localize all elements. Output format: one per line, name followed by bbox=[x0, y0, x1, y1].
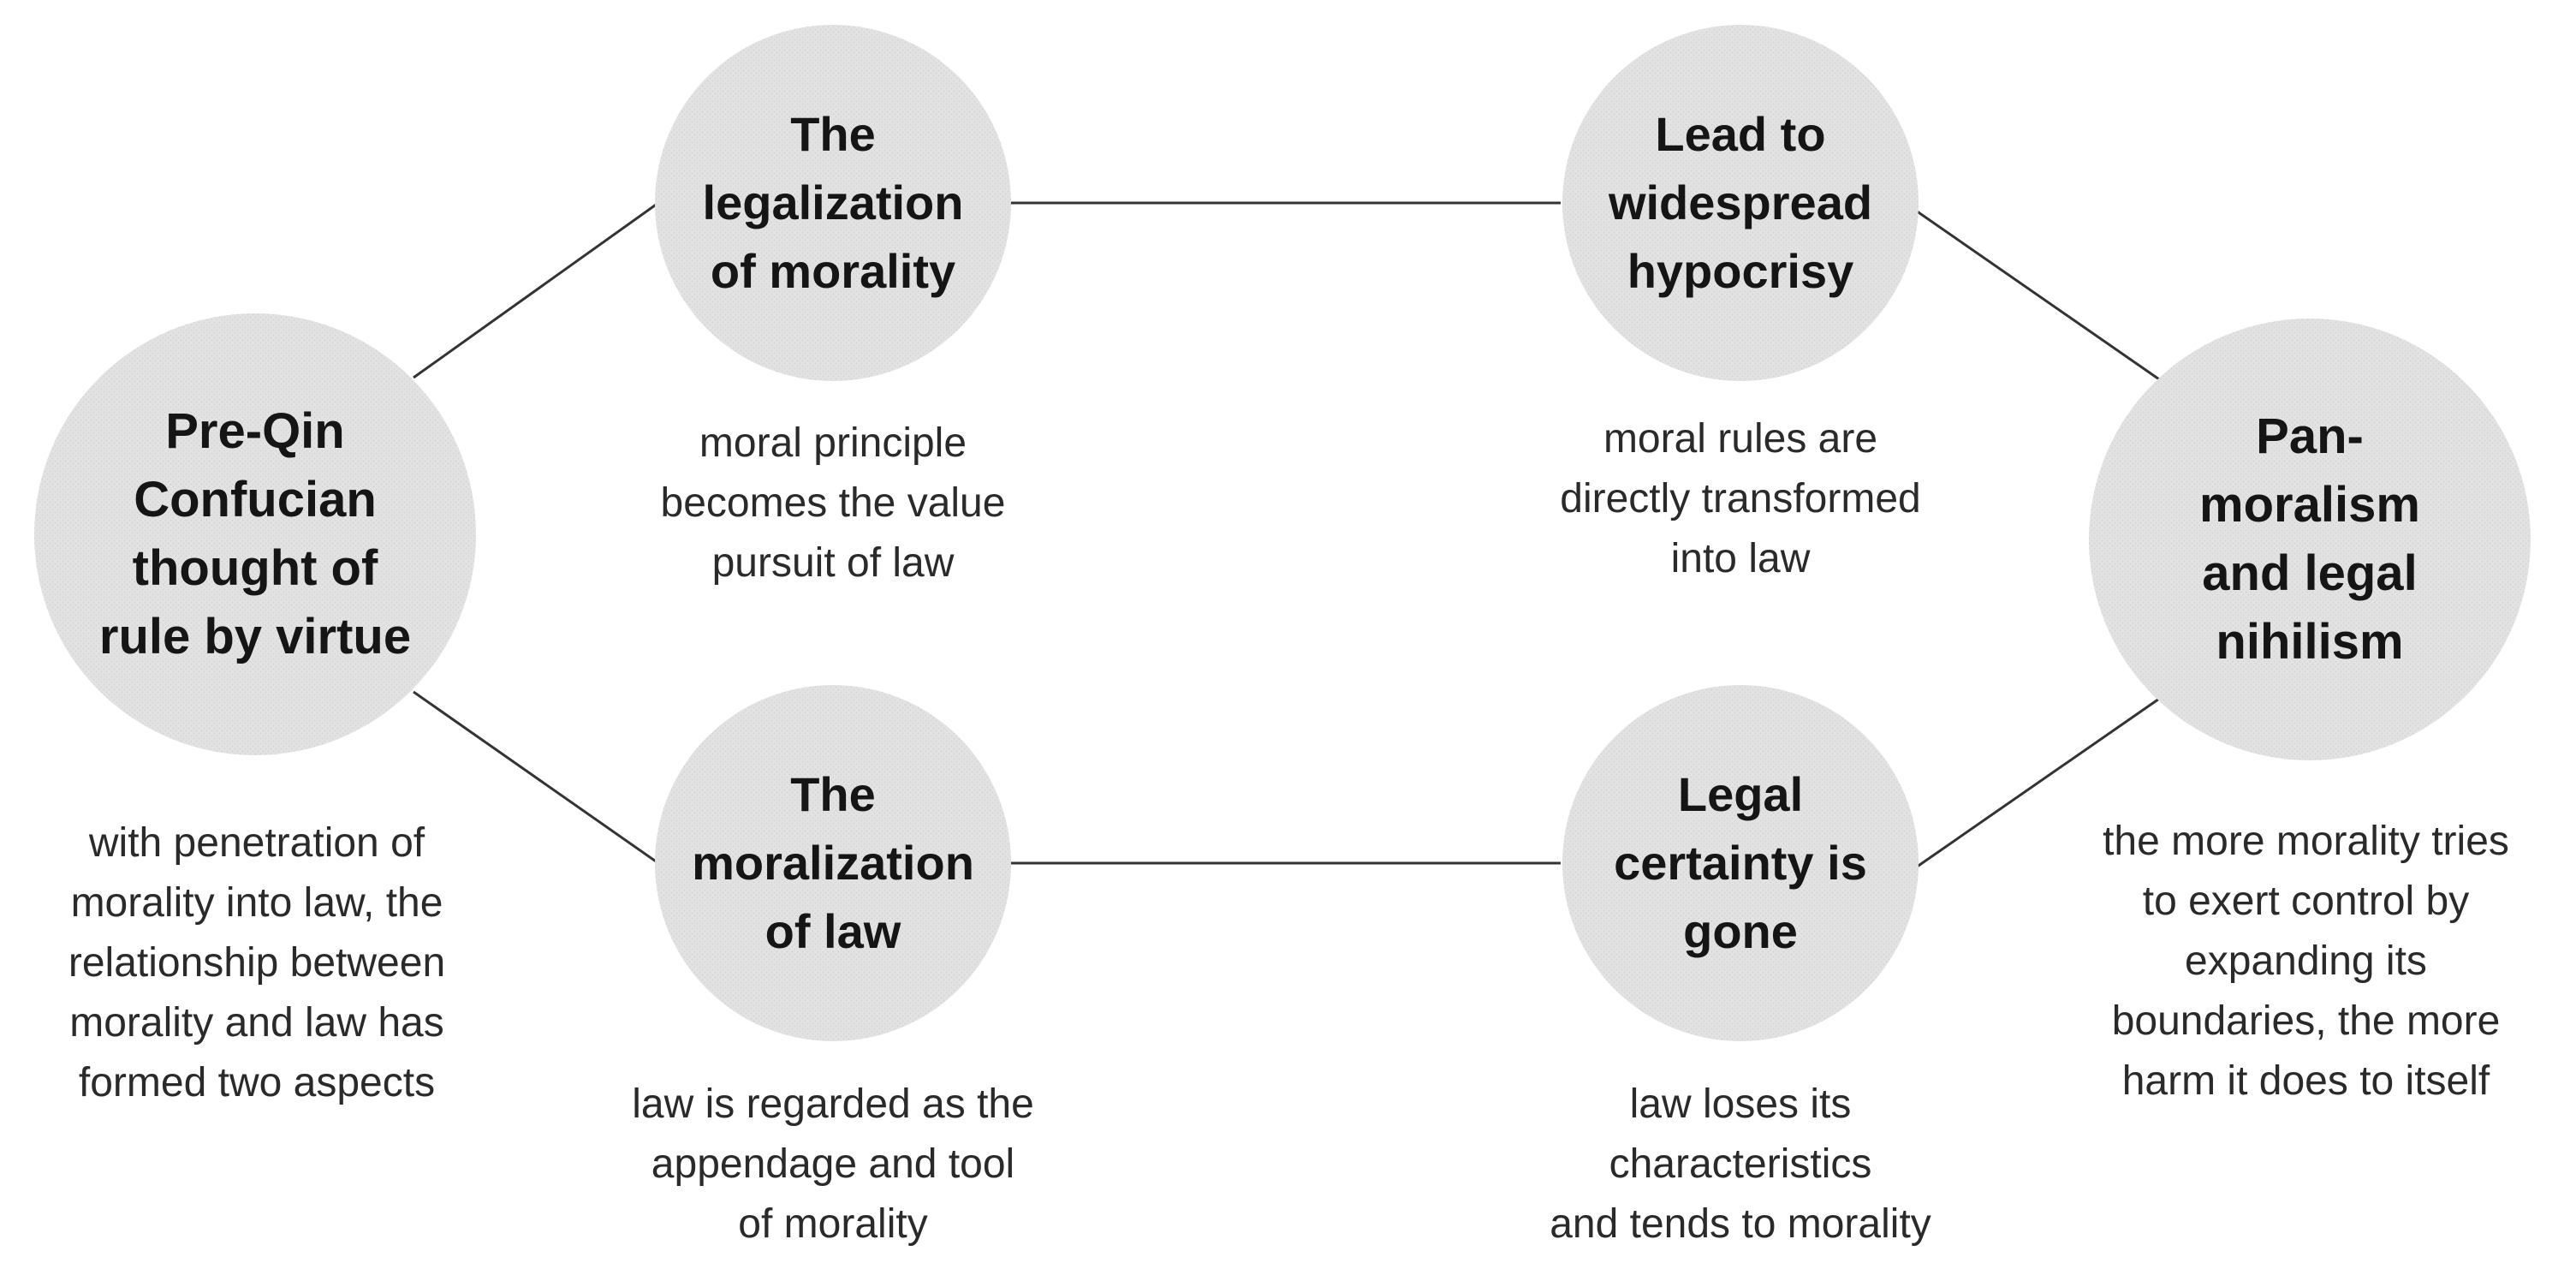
node-label-certainty: Legal certainty is gone bbox=[1614, 767, 1867, 958]
node-label-pre-qin: Pre-Qin Confucian thought of rule by vir… bbox=[98, 403, 412, 664]
edge-hypocrisy-to-pan-moralism bbox=[1915, 209, 2163, 383]
node-circles bbox=[34, 25, 2531, 1041]
node-circle-legalization bbox=[655, 25, 1011, 381]
node-label-hypocrisy: Lead to widespread hypocrisy bbox=[1608, 107, 1873, 298]
node-circle-hypocrisy bbox=[1562, 25, 1919, 381]
node-circle-pre-qin bbox=[34, 313, 476, 755]
edge-pre-qin-to-legalization bbox=[413, 201, 659, 379]
node-circle-pan-moralism bbox=[2089, 319, 2531, 760]
edge-certainty-to-pan-moralism bbox=[1915, 695, 2163, 869]
description-legalization: moral principle becomes the value pursui… bbox=[660, 420, 1006, 586]
node-label-pan-moralism: Pan- moralism and legal nihilism bbox=[2199, 408, 2420, 670]
connectors bbox=[413, 201, 2163, 869]
description-pan-moralism: the more morality tries to exert control… bbox=[2103, 819, 2509, 1104]
node-circle-certainty bbox=[1562, 685, 1919, 1041]
edge-pre-qin-to-moralization bbox=[413, 690, 659, 865]
description-pre-qin: with penetration of morality into law, t… bbox=[68, 820, 446, 1105]
node-label-moralization: The moralization of law bbox=[692, 767, 974, 958]
node-label-legalization: The legalization of morality bbox=[702, 107, 964, 298]
node-circle-moralization bbox=[655, 685, 1011, 1041]
description-certainty: law loses its characteristics and tends … bbox=[1550, 1081, 1931, 1247]
description-hypocrisy: moral rules are directly transformed int… bbox=[1560, 416, 1921, 581]
description-moralization: law is regarded as the appendage and too… bbox=[632, 1081, 1034, 1247]
